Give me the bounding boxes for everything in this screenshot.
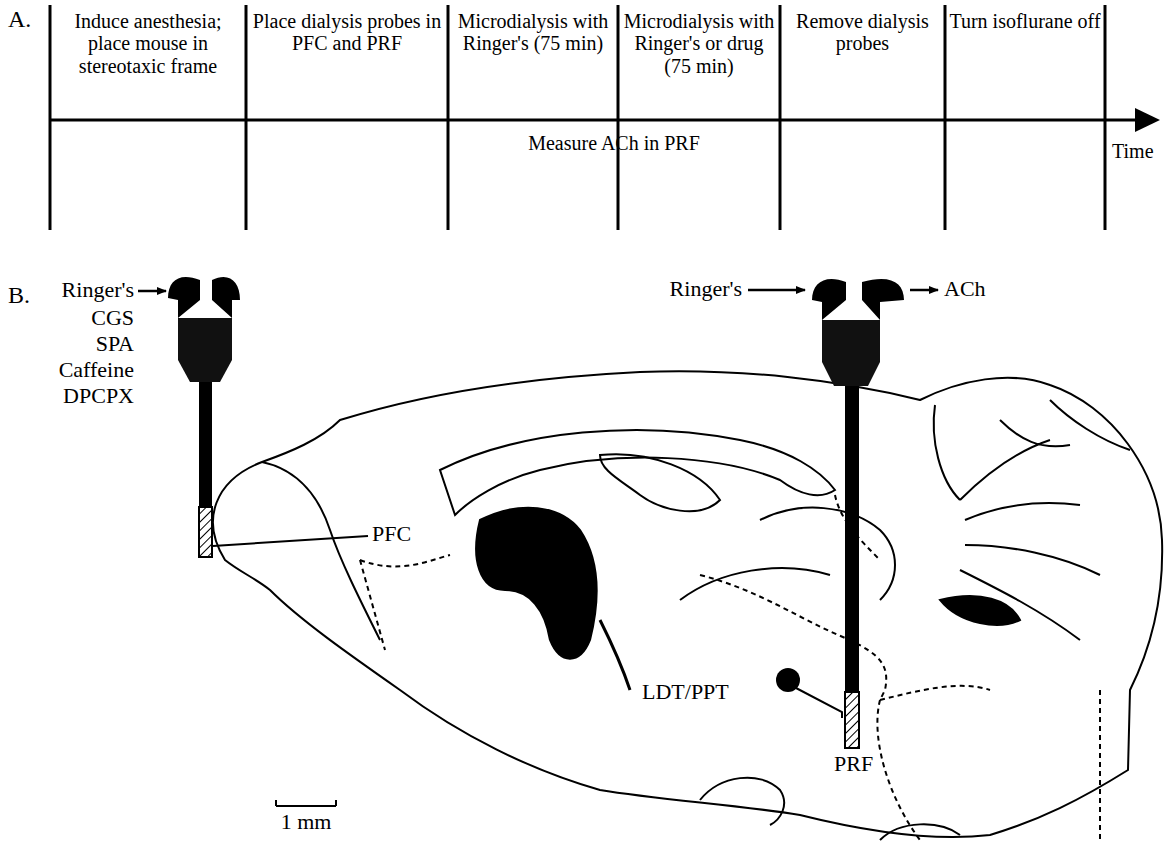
step-text: Place dialysis probes in PFC and PRF (248, 10, 446, 55)
drug-name: DPCPX (10, 384, 134, 409)
region-label: LDT/PPT (640, 680, 731, 705)
axis-label: Time (1112, 140, 1154, 162)
region-borders (360, 495, 1100, 840)
drug-name: SPA (10, 332, 134, 357)
measure-text: Measure ACh in PRF (448, 132, 780, 154)
panel-letter: B. (8, 282, 30, 309)
panel-letter: A. (8, 6, 31, 33)
dialysis-probe-prf (812, 279, 904, 748)
scale-bar (276, 800, 336, 806)
step-text: Microdialysis with Ringer's (75 min) (450, 10, 616, 55)
leader-lines (213, 536, 842, 718)
step-text: Turn isoflurane off (947, 10, 1103, 32)
perfusate: Ringer's (10, 278, 134, 303)
step-text: Microdialysis with Ringer's or drug (75 … (620, 10, 778, 77)
ldt-ppt-dot (776, 668, 800, 692)
dialysis-probe-pfc (168, 277, 240, 557)
analyte: ACh (944, 277, 986, 302)
mouse-brain (213, 371, 1162, 840)
drug-name: CGS (10, 306, 134, 331)
drug-name: Caffeine (10, 358, 134, 383)
region-label: PFC (370, 522, 413, 547)
region-label: PRF (832, 752, 875, 777)
timeline (50, 5, 1160, 230)
perfusate: Ringer's (670, 277, 742, 302)
step-text: Induce anesthesia; place mouse in stereo… (52, 10, 244, 77)
scale-label: 1 mm (276, 810, 336, 835)
step-text: Remove dialysis probes (782, 10, 943, 55)
flow-arrows (138, 290, 938, 291)
